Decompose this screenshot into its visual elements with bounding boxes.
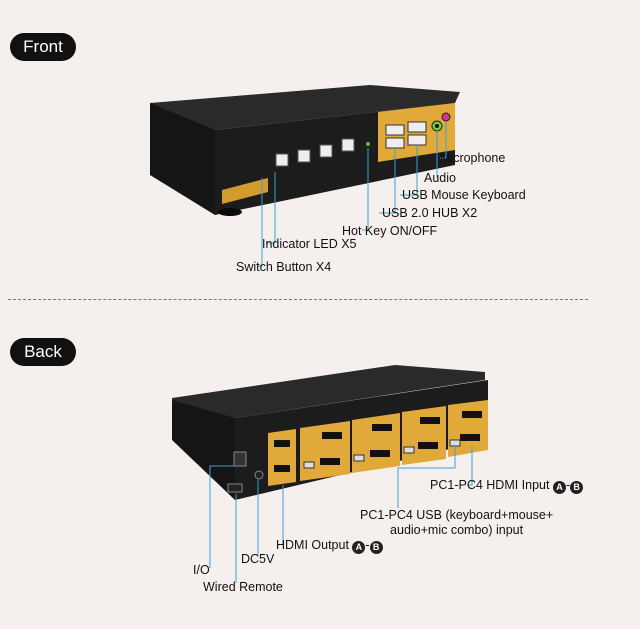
hdmi-input-b-badge: B (570, 481, 584, 494)
section-divider (8, 299, 588, 300)
label-audio: Audio (424, 171, 456, 185)
label-wired-remote: Wired Remote (203, 580, 283, 594)
back-title-pill: Back (10, 338, 76, 366)
label-io: I/O (193, 563, 210, 577)
switch-button-1 (275, 153, 289, 167)
hdmi-output-text: HDMI Output (276, 538, 349, 552)
hdmi-output-a-badge: A (352, 541, 366, 554)
hdmi-input-sep: - (565, 478, 571, 492)
switch-button-4 (341, 138, 355, 152)
usb-input-line1: PC1-PC4 USB (keyboard+mouse+ (360, 508, 554, 522)
label-usb-input: PC1-PC4 USB (keyboard+mouse+ audio+mic c… (360, 508, 553, 538)
hdmi-input-text: PC1-PC4 HDMI Input (430, 478, 550, 492)
hdmi-output-panel (268, 429, 296, 486)
label-hdmi-output: HDMI Output A-B (276, 538, 383, 554)
label-hdmi-input: PC1-PC4 HDMI Input A-B (430, 478, 584, 494)
hdmi-output-b-badge: B (369, 541, 383, 554)
label-indicator-led: Indicator LED X5 (262, 237, 357, 251)
hdmi-output-sep: - (365, 538, 370, 552)
switch-button-3 (319, 144, 333, 158)
front-title-pill: Front (10, 33, 76, 61)
label-dc5v: DC5V (241, 552, 275, 566)
usb-input-line2: audio+mic combo) input (390, 523, 524, 537)
label-hot-key: Hot Key ON/OFF (342, 224, 438, 238)
label-switch-button: Switch Button X4 (236, 260, 332, 274)
label-microphone: Microphone (440, 151, 506, 165)
label-usb-mouse-keyboard: USB Mouse Keyboard (402, 188, 526, 202)
hdmi-input-a-badge: A (552, 481, 566, 494)
front-logo-strip (222, 178, 268, 204)
switch-button-2 (297, 149, 311, 163)
label-usb-hub: USB 2.0 HUB X2 (382, 206, 478, 220)
